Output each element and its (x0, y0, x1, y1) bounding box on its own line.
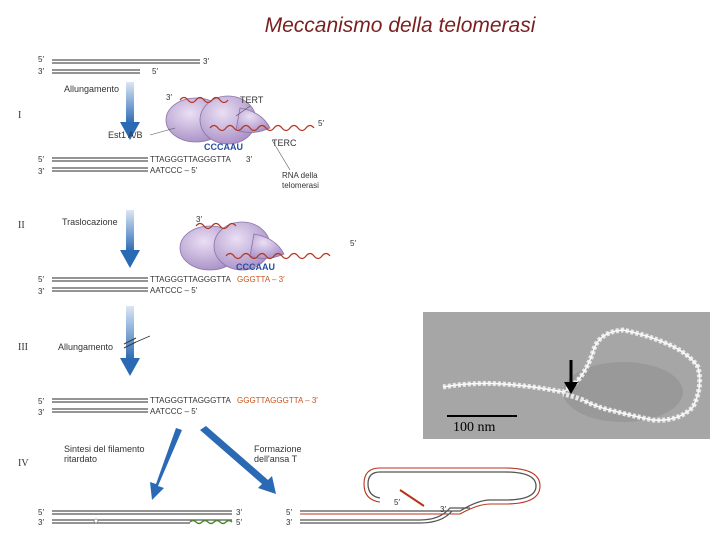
est1-label: Est1 A/B (108, 130, 143, 140)
step-number: II (18, 220, 25, 231)
step-label: Traslocazione (62, 217, 118, 227)
dna-sequence: AATCCC – 5′ (150, 286, 198, 295)
end-label: 3′ (38, 518, 44, 527)
end-label: 3′ (246, 155, 252, 164)
lagging-strand (189, 519, 233, 525)
end-label: 3′ (440, 505, 446, 514)
end-label: 5′ (152, 67, 158, 76)
rna-strand (179, 96, 315, 132)
end-label: 5′ (394, 498, 400, 507)
dna-sequence: TTAGGGTTAGGGTTA (150, 275, 232, 284)
end-label: 3′ (38, 67, 44, 76)
dna-sequence: TTAGGGTTAGGGTTA (150, 155, 232, 164)
process-arrow (126, 82, 134, 124)
end-label: 5′ (38, 275, 44, 284)
end-label: 3′ (196, 215, 202, 224)
step-label: dell'ansa T (254, 454, 298, 464)
end-label: 5′ (236, 518, 242, 527)
t-loop (300, 471, 537, 512)
end-label: 5′ (318, 119, 324, 128)
template-sequence: CCCAAU (236, 262, 275, 272)
process-arrow (150, 428, 182, 500)
end-label: 5′ (38, 508, 44, 517)
electron-micrograph: 100 nm (423, 312, 710, 439)
end-label: 3′ (236, 508, 242, 517)
end-label: 3′ (38, 167, 44, 176)
end-label: 5′ (38, 155, 44, 164)
step-label: Formazione (254, 444, 302, 454)
end-label: 3′ (166, 93, 172, 102)
3-overhang (399, 489, 425, 507)
end-label: 3′ (286, 518, 292, 527)
step-number: IV (18, 458, 29, 469)
step-label: Sintesi del filamento (64, 444, 145, 454)
end-label: 3′ (38, 408, 44, 417)
dna-sequence: AATCCC – 5′ (150, 407, 198, 416)
tert-label: TERT (240, 95, 264, 105)
dna-sequence: TTAGGGTTAGGGTTA (150, 396, 232, 405)
step-label: Allungamento (64, 84, 119, 94)
dna-sequence: AATCCC – 5′ (150, 166, 198, 175)
end-label: 3′ (38, 287, 44, 296)
end-label: 5′ (38, 397, 44, 406)
end-label: 5′ (286, 508, 292, 517)
step-number: III (18, 342, 28, 353)
step-label: ritardato (64, 454, 97, 464)
step-number: I (18, 110, 21, 121)
new-dna-sequence: GGGTTAGGGTTA – 3′ (237, 396, 318, 405)
process-arrow-head (120, 122, 140, 140)
end-label: 5′ (350, 239, 356, 248)
terc-label: TERC (272, 138, 297, 148)
page-title: Meccanismo della telomerasi (264, 14, 536, 37)
end-label: 3′ (203, 57, 209, 66)
template-sequence: CCCAAU (204, 142, 243, 152)
rna-label: telomerasi (282, 181, 319, 190)
rna-label: RNA della (282, 171, 318, 180)
new-dna-sequence: GGGTTA – 3′ (237, 275, 285, 284)
scale-bar-label: 100 nm (453, 420, 496, 435)
process-arrow (200, 426, 276, 494)
end-label: 5′ (38, 55, 44, 64)
step-label: Allungamento (58, 342, 113, 352)
